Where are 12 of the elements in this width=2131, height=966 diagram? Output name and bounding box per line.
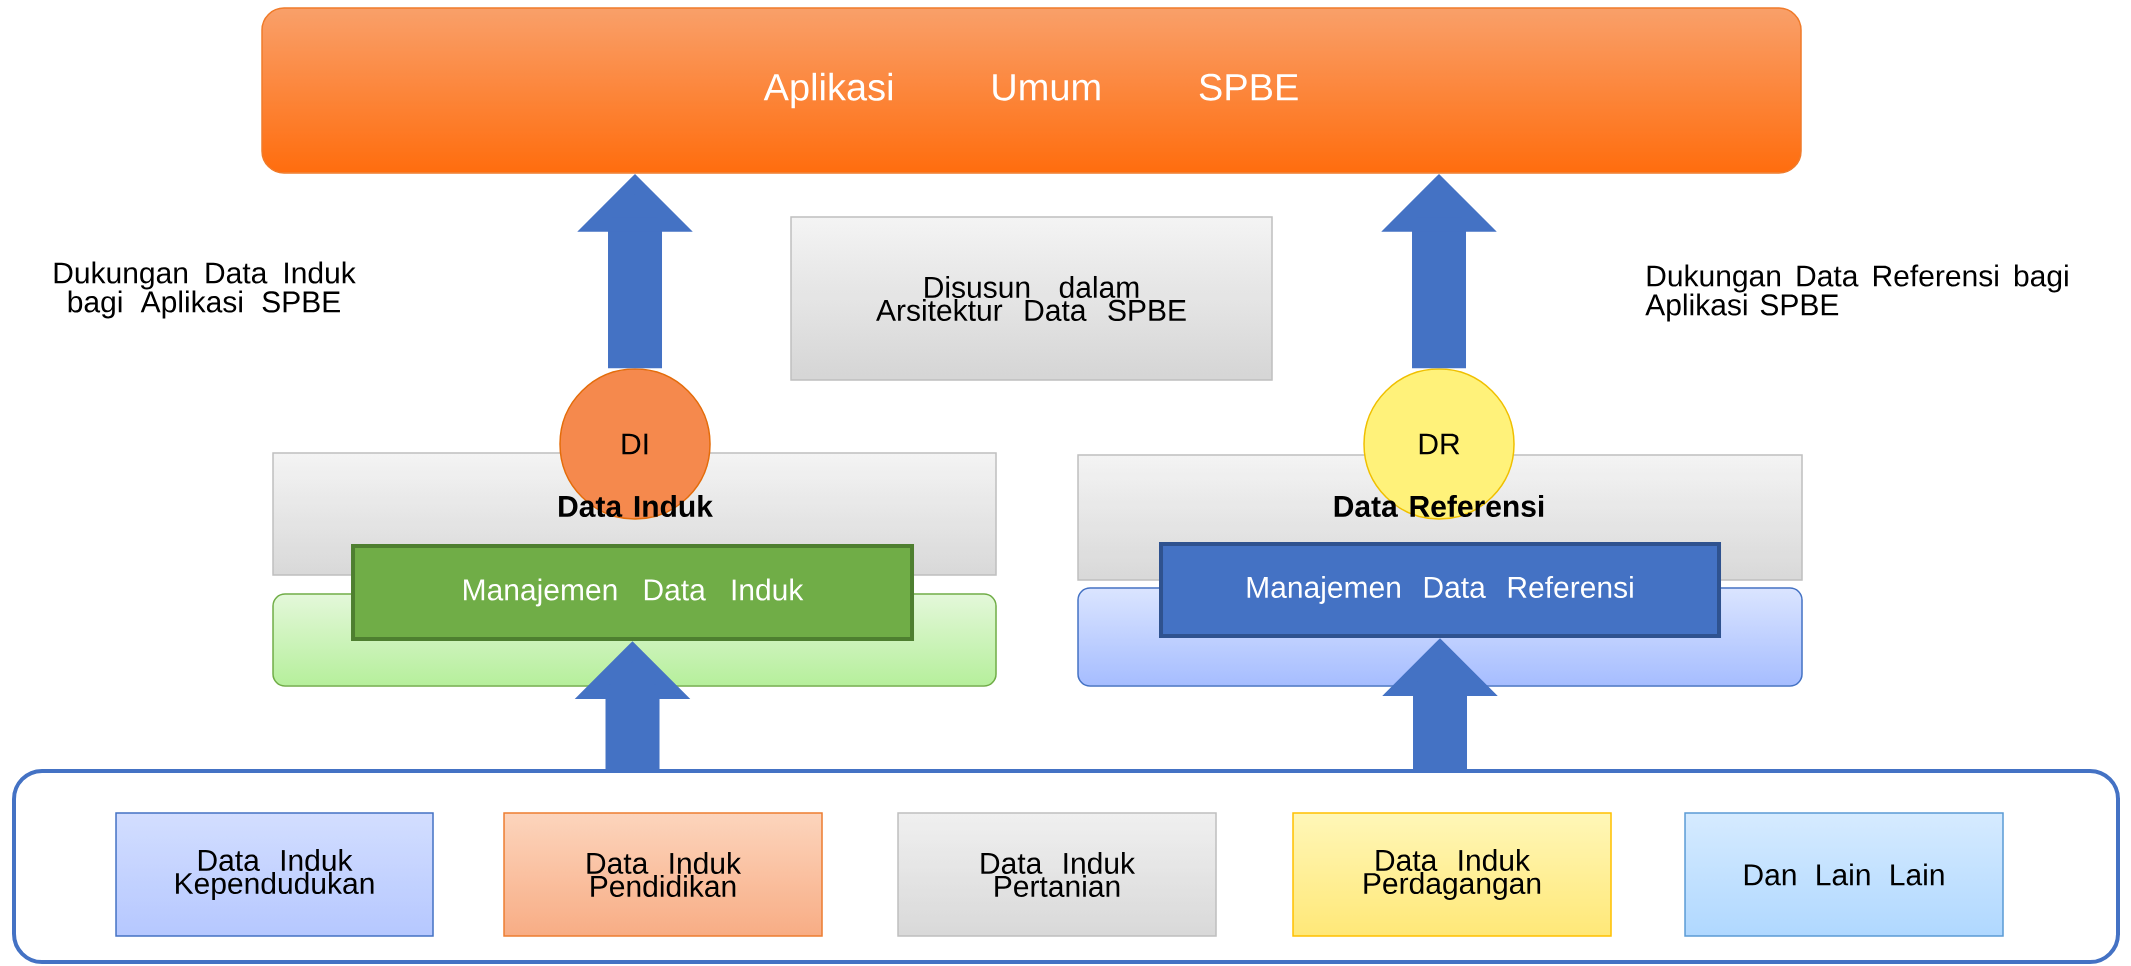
data-box: Data Induk Pendidikan [503,812,823,937]
data-box: Data Induk Pertanian [897,812,1217,937]
annotation-text: Dukungan Data Induk bagi Aplikasi SPBE [54,261,356,319]
note-box: Disusun dalam Arsitektur Data SPBE [790,216,1273,381]
process-box: Manajemen Data Induk [351,544,914,641]
data-box: Data Induk Kependudukan [115,812,434,937]
heading-text: Data Referensi [1334,495,1544,517]
title-bar: Aplikasi Umum SPBE [261,7,1802,174]
process-box: Manajemen Data Referensi [1159,542,1721,638]
data-box: Data Induk Perdagangan [1292,812,1612,937]
annotation-text: Dukungan Data Referensi bagi Aplikasi SPBE [1645,264,2068,322]
data-box: Dan Lain Lain [1684,812,2004,937]
